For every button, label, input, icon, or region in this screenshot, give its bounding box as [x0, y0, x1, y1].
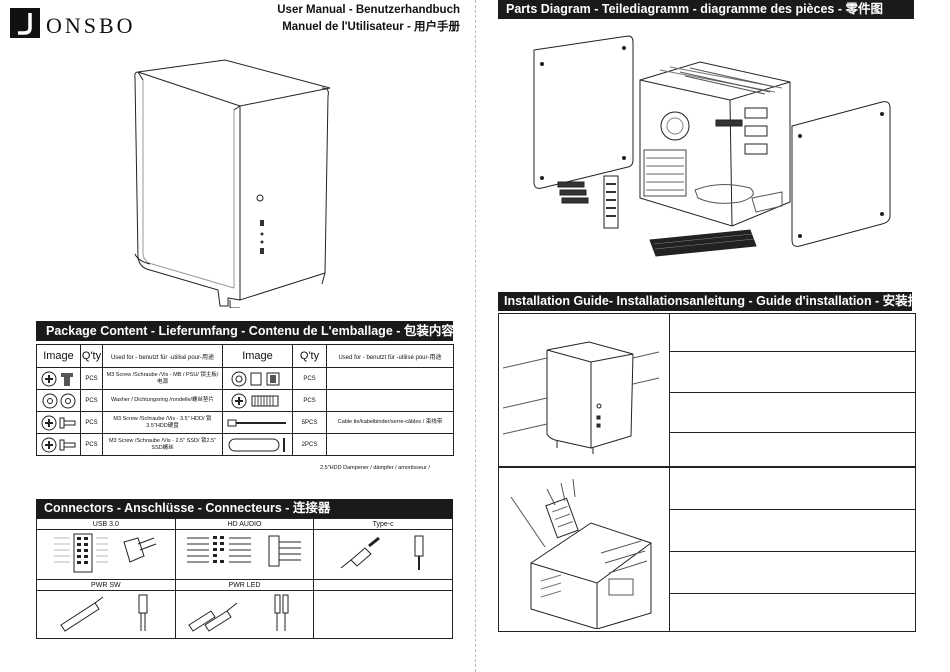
qty-cell: PCS [80, 433, 103, 456]
jonsbo-logo: ONSBO [10, 8, 140, 38]
case-install-illustration [499, 324, 669, 464]
instruction-line [669, 351, 915, 352]
screw-icon [36, 411, 81, 434]
table-header-row: Image Q'ty Used for - benutzt für -utili… [36, 344, 454, 368]
qty-cell: 5PCS [292, 411, 327, 434]
parts-exploded-diagram [520, 30, 900, 280]
instruction-line [669, 432, 915, 433]
case-illustration [130, 58, 340, 309]
qty-header: Q'ty [292, 344, 327, 368]
package-content-title: Package Content - Lieferumfang - Contenu… [36, 321, 453, 341]
table-row: PCS M3 Screw /Schraube /Vis - MB / PSU/ … [36, 367, 454, 390]
table-row: PCS Washer / Dichtungsring /rondelle/螺丝垫… [36, 389, 454, 412]
hd-audio-connector-icon [174, 529, 315, 580]
desc-cell [326, 367, 454, 390]
usb3-connector-icon [36, 529, 176, 580]
header-line2: Manuel de l'Utilisateur - 用户手册 [282, 21, 460, 33]
desc-cell: Washer / Dichtungsring /rondelle/螺丝垫片 [102, 389, 223, 412]
qty-cell: PCS [292, 367, 327, 390]
desc-cell [326, 433, 454, 456]
connector-label-hd-audio: HD AUDIO [174, 518, 315, 530]
instruction-line [669, 593, 915, 594]
used-for-header: Used for - benutzt für -utilisé pour-用途 [102, 344, 223, 368]
installation-divider [669, 467, 670, 631]
image-header: Image [222, 344, 293, 368]
desc-cell: Cable tie/kabelbinder/serre-câbles / 束线带 [326, 411, 454, 434]
package-content-table: Image Q'ty Used for - benutzt für -utili… [36, 344, 454, 456]
cable-tie-icon [222, 411, 293, 434]
instruction-line [669, 551, 915, 552]
dampener-icon [222, 433, 293, 456]
package-footnote: 2.5"HDD Dampener / dämpfer / amortisseur… [320, 465, 430, 471]
drive-install-illustration [501, 471, 667, 630]
installation-step-box-1 [498, 313, 916, 468]
washer-icon [36, 389, 81, 412]
installation-step-box-2 [498, 466, 916, 632]
qty-cell: 2PCS [292, 433, 327, 456]
table-row: PCS M3 Screw /Schraube /Vis - 2.5" SSD/ … [36, 433, 454, 456]
standoff-icon [222, 367, 293, 390]
qty-cell: PCS [80, 367, 103, 390]
thumbscrew-icon [222, 389, 293, 412]
pwr-sw-connector-icon [36, 590, 176, 639]
qty-cell: PCS [292, 389, 327, 412]
connectors-table: USB 3.0 HD AUDIO Type-c PWR SW PWR LED [36, 518, 453, 639]
parts-diagram-title: Parts Diagram - Teilediagramm - diagramm… [498, 0, 914, 19]
connector-label-usb3: USB 3.0 [36, 518, 176, 530]
qty-cell: PCS [80, 389, 103, 412]
qty-cell: PCS [80, 411, 103, 434]
header-line1: User Manual - Benutzerhandbuch [277, 4, 460, 16]
type-c-connector-icon [313, 529, 453, 580]
installation-divider [669, 314, 670, 467]
connector-label-empty [313, 579, 453, 591]
desc-cell [326, 389, 454, 412]
screw-icon [36, 367, 81, 390]
desc-cell: M3 Screw /Schraube /Vis - 3.5" HDD/ 锁3.5… [102, 411, 223, 434]
installation-guide-title: Installation Guide- Installationsanleitu… [498, 292, 912, 311]
connectors-title: Connectors - Anschlüsse - Connecteurs - … [36, 499, 453, 518]
qty-header: Q'ty [80, 344, 103, 368]
connector-label-type-c: Type-c [313, 518, 453, 530]
screw-icon [36, 433, 81, 456]
instruction-line [669, 509, 915, 510]
instruction-line [669, 392, 915, 393]
page-fold-line [475, 0, 476, 672]
table-row: PCS M3 Screw /Schraube /Vis - 3.5" HDD/ … [36, 411, 454, 434]
desc-cell: M3 Screw /Schraube /Vis - 2.5" SSD/ 锁2.5… [102, 433, 223, 456]
connector-label-pwr-sw: PWR SW [36, 579, 176, 591]
used-for-header: Used for - benutzt für -utilisé pour-用途 [326, 344, 454, 368]
pwr-led-connector-icon [174, 590, 315, 639]
empty-connector-cell [313, 590, 453, 639]
desc-cell: M3 Screw /Schraube /Vis - MB / PSU/ 锁主板/… [102, 367, 223, 390]
connector-label-pwr-led: PWR LED [174, 579, 315, 591]
image-header: Image [36, 344, 81, 368]
svg-text:ONSBO: ONSBO [46, 13, 136, 38]
